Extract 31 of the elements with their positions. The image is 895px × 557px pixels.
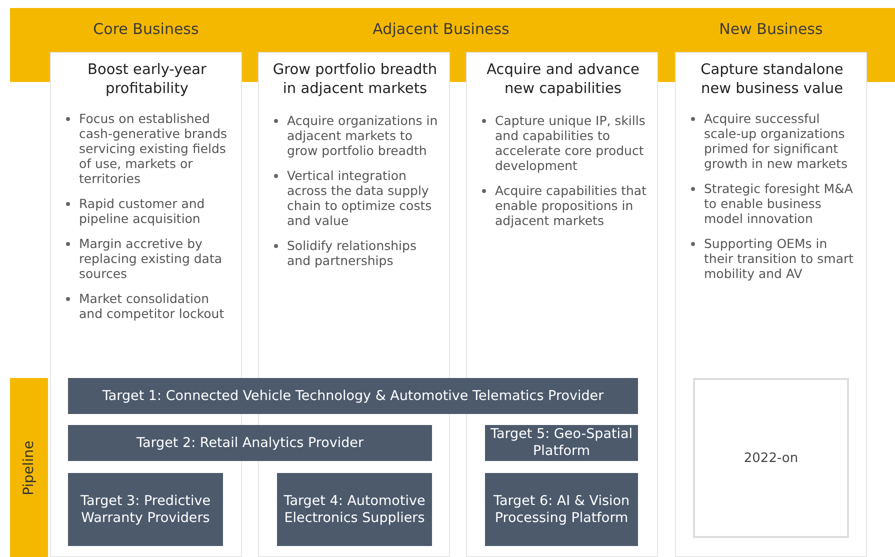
target-box: Target 4: Automotive Electronics Suppliers [277,473,432,546]
card-heading: Grow portfolio breadth in adjacent markets [272,61,438,99]
target-box: Target 5: Geo-Spatial Platform [485,425,638,461]
bullet-text: Acquire capabilities that enable propositions in adjacent markets [495,183,646,228]
target-box: Target 1: Connected Vehicle Technology & Automotive Telematics Provider [68,378,638,414]
bullet-text: Margin accretive by replacing existing data sources [79,236,222,281]
card-heading: Boost early-year profitability [86,61,208,99]
header-band [10,8,895,52]
bullet-text: Acquire organizations in adjacent markets to grow portfolio breadth [287,113,438,158]
column-heading: Core Business [93,20,199,38]
strategy-card [466,52,658,557]
bullet-text: Market consolidation and competitor lockout [79,291,224,321]
period-box: 2022-on [693,378,849,538]
bullet-text: Capture unique IP, skills and capabilities to accelerate core product development [495,113,646,173]
strategy-card [675,52,867,557]
bullet-text: Acquire successful scale-up organizations primed for significant growth in new markets [704,111,848,171]
target-box: Target 3: Predictive Warranty Providers [68,473,223,546]
band-label: Pipeline [21,440,37,495]
bullet-text: Focus on established cash-generative brands servicing existing fields of use, markets or territories [79,111,228,186]
column-heading: New Business [719,20,823,38]
bullet-text: Vertical integration across the data supply chain to optimize costs and value [287,168,432,228]
card-heading: Acquire and advance new capabilities [486,61,640,99]
bullet-text: Solidify relationships and partnerships [287,238,416,268]
pipeline-band [10,378,48,557]
column-heading: Adjacent Business [372,20,510,38]
target-box: Target 2: Retail Analytics Provider [68,425,432,461]
target-box: Target 6: AI & Vision Processing Platform [485,473,638,546]
card-heading: Capture standalone new business value [700,61,844,99]
bullet-text: Supporting OEMs in their transition to smart mobility and AV [704,236,854,281]
bullet-text: Rapid customer and pipeline acquisition [79,196,205,226]
bullet-text: Strategic foresight M&A to enable business model innovation [704,181,853,226]
